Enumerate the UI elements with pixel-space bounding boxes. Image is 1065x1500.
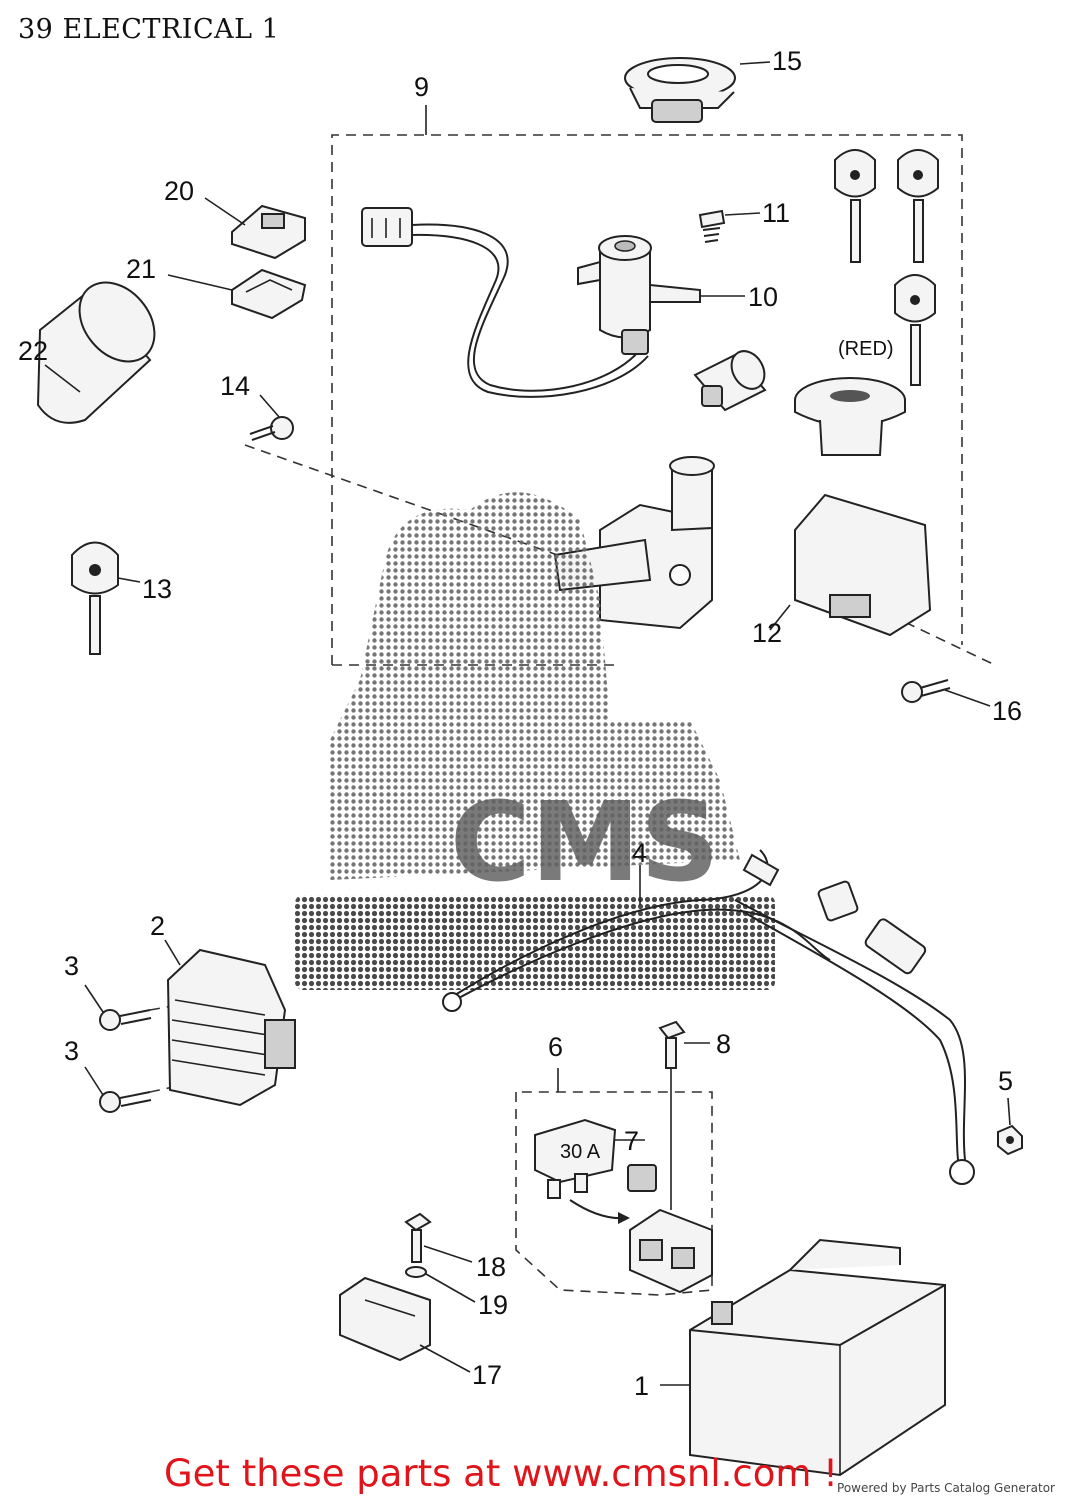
control-module-part: [794, 493, 932, 637]
callout-labels: 9 15 11 10 (RED) 12 16 20 21 22 14 13 2 …: [18, 46, 1022, 1401]
fuse-part: 30 A: [534, 1118, 657, 1224]
callout-17: 17: [472, 1360, 502, 1390]
callout-3-upper: 3: [64, 951, 79, 981]
callout-6: 6: [548, 1032, 563, 1062]
starter-relay-part: [629, 1208, 713, 1294]
rectifier-part: [166, 948, 296, 1107]
callout-12: 12: [752, 618, 782, 648]
callout-2: 2: [150, 911, 165, 941]
callout-11: 11: [762, 198, 790, 228]
spring-part: [698, 209, 726, 243]
callout-15: 15: [772, 46, 802, 76]
nut-5-part: [997, 1124, 1023, 1156]
key-1: [834, 149, 876, 263]
tube-part: [36, 281, 156, 424]
callout-5: 5: [998, 1066, 1013, 1096]
fuse-box-outline: [515, 1068, 713, 1296]
key-2: [897, 149, 939, 263]
callout-19: 19: [478, 1290, 508, 1320]
callout-3-lower: 3: [64, 1036, 79, 1066]
callout-10: 10: [748, 282, 778, 312]
washer-19-part: [405, 1266, 427, 1278]
wire-harness-part: [442, 849, 975, 1185]
callout-13: 13: [142, 574, 172, 604]
coupler-cover-part: [231, 204, 306, 260]
watermark-logo: CMS: [295, 492, 775, 990]
callout-21: 21: [126, 254, 156, 284]
screw-16-part: [901, 679, 951, 703]
callout-9: 9: [414, 72, 429, 102]
coupler-base-part: [231, 268, 307, 320]
callout-22: 22: [18, 336, 48, 366]
callout-8: 8: [716, 1029, 731, 1059]
bolt-8-part: [658, 1020, 686, 1210]
callout-18: 18: [476, 1252, 506, 1282]
bolt-18-part: [404, 1212, 432, 1263]
callout-7: 7: [624, 1126, 639, 1156]
bracket-17-part: [339, 1276, 431, 1362]
page-title: 39 ELECTRICAL 1: [18, 14, 280, 45]
spare-key-part: [71, 541, 119, 655]
callout-16: 16: [992, 696, 1022, 726]
main-switch-part: [361, 207, 701, 398]
callout-20: 20: [164, 176, 194, 206]
callout-1: 1: [634, 1371, 649, 1401]
battery-part: [689, 1238, 946, 1477]
screw-3-part-b: [99, 1091, 152, 1113]
watermark-brand: CMS: [450, 778, 719, 906]
callout-4: 4: [632, 838, 647, 868]
key-cap-part: [624, 57, 736, 123]
red-key-note: (RED): [838, 338, 894, 360]
lock-cylinder-part: [693, 350, 767, 412]
callout-14: 14: [220, 371, 250, 401]
key-red: [894, 274, 936, 386]
seat-lock-cap-part: [794, 377, 906, 456]
screw-14-part: [249, 416, 294, 441]
leader-lines: [44, 61, 1011, 1386]
fuse-rating-label: 30 A: [560, 1141, 601, 1163]
screw-3-part-a: [99, 1009, 152, 1031]
get-parts-link[interactable]: Get these parts at www.cmsnl.com !: [164, 1452, 839, 1495]
footer-credit: Powered by Parts Catalog Generator: [837, 1481, 1055, 1495]
